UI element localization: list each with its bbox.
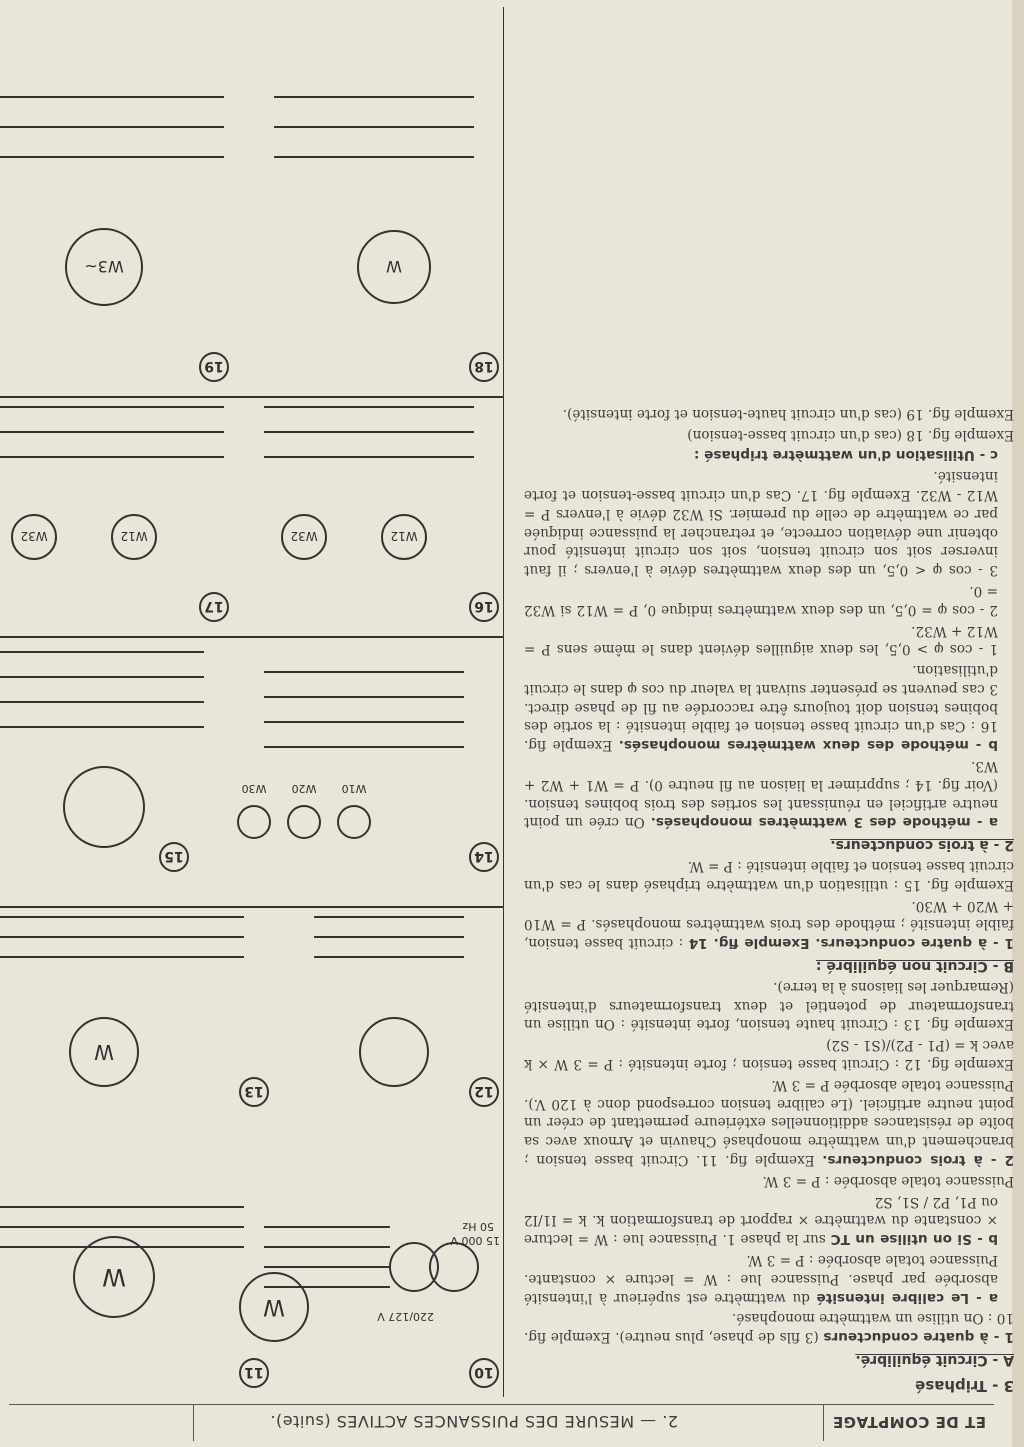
svg-text:11: 11: [244, 1364, 263, 1380]
svg-text:12: 12: [474, 1083, 493, 1099]
page-edge: [1012, 0, 1024, 1447]
svg-text:14: 14: [474, 848, 494, 864]
svg-text:W32: W32: [20, 529, 47, 543]
header-divider: [823, 1405, 824, 1441]
svg-text:W12: W12: [390, 529, 417, 543]
figure-11: 11 W W: [0, 1206, 309, 1388]
subsection-b-title: B - Circuit non équilibré :: [815, 958, 1014, 975]
figure-13: 13 W: [0, 916, 269, 1107]
svg-text:W: W: [102, 1263, 126, 1291]
figure-10: 10 15 000 V 50 Hz 220/127 V: [264, 1220, 500, 1388]
paragraph: 1 - cos φ > 0,5, les deux aiguilles dévi…: [524, 622, 998, 658]
paragraph: 2 - cos φ = 0,5, un des deux wattmètres …: [524, 582, 998, 618]
paragraph: Exemple fig. 12 : Circuit basse tension …: [524, 1037, 1014, 1073]
figure-15: 15: [0, 651, 204, 872]
svg-text:220/127 V: 220/127 V: [377, 1310, 434, 1323]
header-divider: [193, 1405, 194, 1441]
page-header: ET DE COMPTAGE 2. — MESURE DES PUISSANCE…: [9, 1404, 994, 1441]
svg-text:W10: W10: [342, 782, 367, 795]
paragraph: Exemple fig. 15 : utilisation d'un wattm…: [524, 858, 1014, 893]
figure-19: 19 W3~: [0, 96, 229, 382]
figure-16: 16 W12 W32: [264, 406, 499, 622]
svg-text:15: 15: [164, 848, 183, 864]
text-column: A - Circuit équilibré. 1 - à quatre cond…: [524, 402, 1014, 1371]
wiring-diagrams: 10 15 000 V 50 Hz 220/127 V: [0, 7, 504, 1397]
paragraph: b - Si on utilise un TC sur la phase 1. …: [524, 1193, 998, 1248]
paragraph: b - méthode des deux wattmètres monophas…: [524, 662, 998, 754]
svg-text:19: 19: [204, 358, 223, 374]
paragraph: 3 - cos φ < 0,5, un des deux wattmètres …: [524, 468, 998, 579]
svg-text:15 000 V: 15 000 V: [450, 1234, 500, 1247]
header-left-title: ET DE COMPTAGE: [832, 1413, 986, 1431]
svg-text:10: 10: [474, 1364, 494, 1380]
subsection-b2-title: 2 - à trois conducteurs.: [830, 837, 1014, 854]
subsection-a-title: A - Circuit équilibré.: [855, 1352, 1014, 1368]
paragraph: Exemple fig. 13 : Circuit haute tension,…: [524, 978, 1014, 1033]
svg-text:W: W: [386, 257, 402, 276]
svg-text:17: 17: [204, 598, 223, 614]
paragraph: a - Le calibre intensité du wattmètre es…: [524, 1252, 998, 1306]
svg-text:13: 13: [244, 1083, 263, 1099]
section-title: 3 - Triphasé: [915, 1377, 1014, 1395]
svg-text:W32: W32: [290, 529, 317, 543]
paragraph: a - méthode des 3 wattmètres monophasés.…: [524, 758, 998, 831]
svg-text:W30: W30: [242, 782, 267, 795]
svg-text:W: W: [94, 1040, 114, 1064]
svg-text:W: W: [263, 1294, 285, 1319]
figure-12: 12: [314, 916, 499, 1107]
svg-text:W20: W20: [292, 782, 317, 795]
svg-text:16: 16: [474, 598, 493, 614]
svg-text:W3~: W3~: [84, 257, 123, 276]
diagram-column: 10 15 000 V 50 Hz 220/127 V: [0, 0, 504, 1397]
paragraph: Exemple fig. 18 (cas d'un circuit basse-…: [687, 426, 1014, 443]
paragraph: c - Utilisation d'un wattmètre triphasé …: [693, 447, 998, 464]
paragraph: 2 - à trois conducteurs. Exemple fig. 11…: [524, 1076, 1014, 1169]
header-center-title: 2. — MESURE DES PUISSANCES ACTIVES (suit…: [269, 1412, 679, 1431]
paragraph: Puissance totale absorbée : P = 3 W.: [762, 1172, 1014, 1189]
svg-text:18: 18: [474, 358, 493, 374]
figure-14: 14 W10 W20 W30: [237, 671, 499, 872]
figure-17: 17 W12 W32: [0, 406, 229, 622]
paragraph: 1 - à quatre conducteurs (3 fils de phas…: [524, 1310, 1014, 1346]
figure-18: 18 W: [274, 96, 499, 382]
svg-text:50 Hz: 50 Hz: [462, 1220, 494, 1233]
paragraph: 1 - à quatre conducteurs. Exemple fig. 1…: [524, 897, 1014, 952]
paragraph: Exemple fig. 19 (cas d'un circuit haute-…: [562, 405, 1014, 422]
svg-text:W12: W12: [120, 529, 147, 543]
